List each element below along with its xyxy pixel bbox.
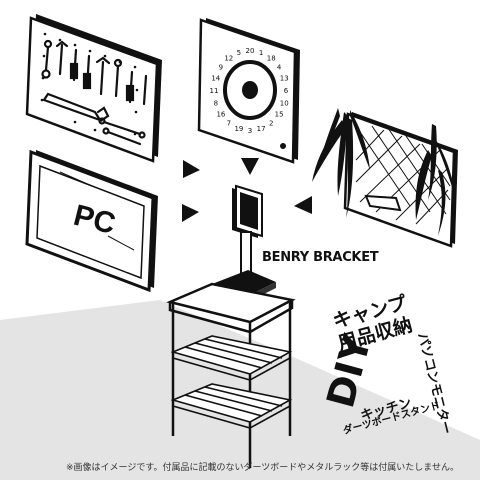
rack-shelf-top: [166, 282, 296, 334]
rack-shelf-bottom: [170, 383, 293, 429]
footnote: ※画像はイメージです。付属品に記載のないダーツボードやメタルラック等は付属いたし…: [66, 463, 460, 473]
pegboard-holes: [40, 32, 139, 136]
dart-number: 13: [280, 75, 289, 83]
dart-number: 5: [237, 49, 241, 57]
tool-icon: [41, 39, 148, 146]
dart-number: 1: [259, 49, 263, 57]
arrow-icon: [182, 158, 312, 222]
pegboard-icon: [25, 14, 162, 163]
brand-label: BENRY BRACKET: [262, 250, 379, 265]
rack-icon: [166, 282, 296, 468]
dart-number: 12: [224, 55, 233, 63]
plant-panel-icon: [312, 108, 458, 248]
dart-number: 18: [267, 55, 276, 63]
dart-number: 16: [216, 111, 225, 119]
dart-number: 6: [284, 87, 289, 95]
dart-number: 2: [269, 119, 273, 127]
dart-number: 20: [246, 47, 255, 55]
dart-number: 4: [277, 64, 282, 72]
dart-number: 15: [275, 111, 284, 119]
rack-shelf-middle: [170, 335, 293, 381]
dart-number: 17: [257, 125, 266, 133]
dart-number: 19: [234, 125, 243, 133]
dartboard-bull: [242, 81, 258, 99]
dart-number: 8: [214, 99, 218, 107]
dart-number: 7: [227, 119, 231, 127]
dart-number: 11: [210, 87, 219, 95]
dart-number: 14: [211, 75, 220, 83]
plant-leaves: [312, 108, 456, 236]
monitor-icon: [25, 149, 158, 293]
dart-number: 10: [280, 99, 289, 107]
dart-number: 3: [248, 127, 252, 135]
dart-number: 9: [219, 64, 223, 72]
